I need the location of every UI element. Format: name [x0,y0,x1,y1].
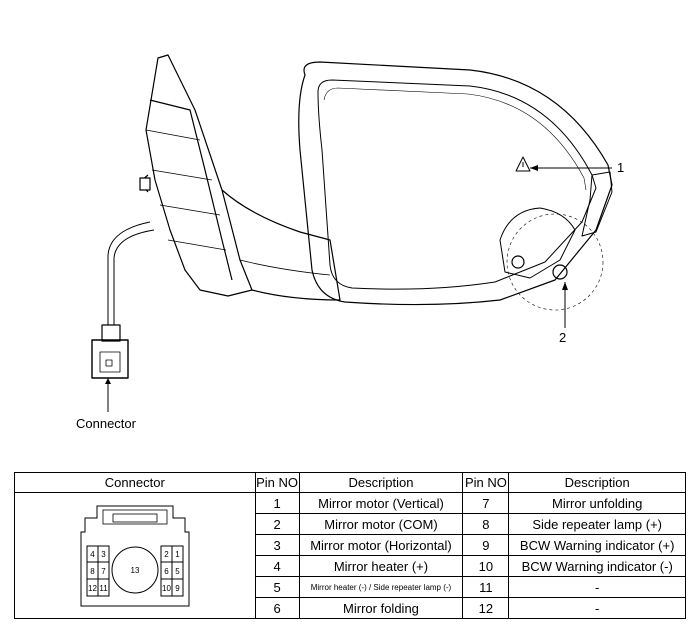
pin-cell: 8 [462,513,510,535]
connector-pin-2: 2 [164,550,169,559]
connector-pin-6: 6 [164,567,169,576]
callout-1-label: 1 [617,160,625,175]
harness-connector [91,339,129,379]
connector-pin-9: 9 [175,584,180,593]
connector-pin-12: 12 [88,584,97,593]
pin-cell: 12 [462,597,510,619]
connector-pin-1: 1 [175,550,180,559]
bcw-warning-triangle [515,156,531,172]
description-cell: - [508,576,686,598]
pin-cell: 1 [254,492,300,514]
description-cell: Mirror motor (COM) [298,513,464,535]
connector-pin-7: 7 [101,567,106,576]
table-row: 2 Mirror motor (COM) 8 Side repeater lam… [15,513,686,535]
description-cell: BCW Warning indicator (-) [508,555,686,577]
connector-pin-13: 13 [130,566,139,575]
table-row: 5 Mirror heater (-) / Side repeater lamp… [15,576,686,598]
header-connector: Connector [14,472,256,493]
connector-pin-10: 10 [162,584,171,593]
pin-cell: 11 [462,576,510,598]
header-description: Description [298,472,464,493]
table-row: 6 Mirror folding 12 - [15,597,686,619]
table-row: 3 Mirror motor (Horizontal) 9 BCW Warnin… [15,534,686,556]
connector-pin-8: 8 [90,567,95,576]
connector-pin-11: 11 [99,584,108,593]
side-repeater-lamp [581,171,613,237]
pin-description-table: Connector Pin NO Description Pin NO Desc… [14,472,686,619]
description-cell: BCW Warning indicator (+) [508,534,686,556]
connector-pin-4: 4 [90,550,95,559]
connector-pin-3: 3 [101,550,106,559]
harness-cable [107,221,151,325]
pin-cell: 7 [462,492,510,514]
pin-cell: 9 [462,534,510,556]
mirror-assembly-diagram [91,54,613,412]
table-row: 4 3 8 7 12 11 2 1 6 5 10 9 13 1 Mirror m… [14,492,686,619]
pin-cell: 4 [254,555,300,577]
connector-face-cell: 4 3 8 7 12 11 2 1 6 5 10 9 13 [14,492,256,619]
mirror-arm [221,189,341,301]
header-pin-no-2: Pin NO [462,472,510,493]
table-row: 4 Mirror heater (+) 10 BCW Warning indic… [15,555,686,577]
connector-label: Connector [76,416,136,431]
description-cell: Mirror motor (Horizontal) [298,534,464,556]
connector-face-diagram: 4 3 8 7 12 11 2 1 6 5 10 9 13 [80,505,190,606]
pin-cell: 2 [254,513,300,535]
description-cell: Mirror heater (-) / Side repeater lamp (… [298,576,464,598]
header-pin-no: Pin NO [254,472,300,493]
description-cell: Mirror unfolding [508,492,686,514]
mounting-base [145,54,253,297]
mirror-housing [298,61,613,306]
callout-2-label: 2 [559,330,567,345]
table-header-row: Connector Pin NO Description Pin NO Desc… [14,472,686,493]
mirror-glass [317,79,597,290]
pin-cell: 3 [254,534,300,556]
connector-pin-5: 5 [175,567,180,576]
description-cell: Mirror folding [298,597,464,619]
description-cell: Mirror motor (Vertical) [298,492,464,514]
pin-cell: 6 [254,597,300,619]
description-cell: Mirror heater (+) [298,555,464,577]
header-description-2: Description [508,472,686,493]
pin-cell: 10 [462,555,510,577]
description-cell: Side repeater lamp (+) [508,513,686,535]
pin-cell: 5 [254,576,300,598]
description-cell: - [508,597,686,619]
